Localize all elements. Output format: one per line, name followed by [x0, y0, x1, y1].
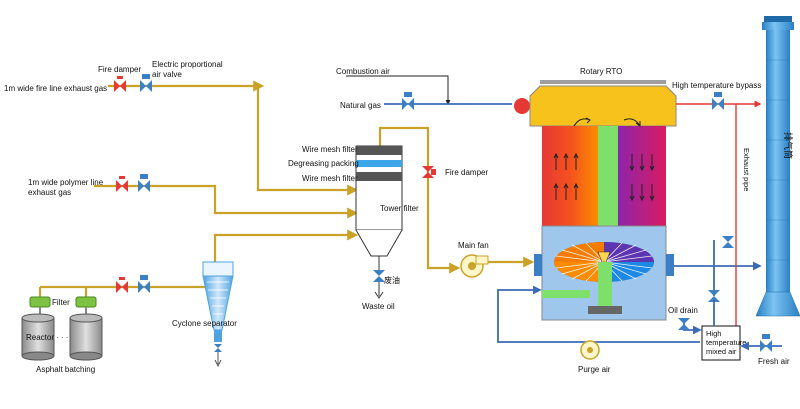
degreasing-label: Degreasing packing [288, 159, 359, 168]
main-fan[interactable] [460, 254, 489, 278]
polymer-line-label-2: exhaust gas [28, 188, 71, 197]
purge-air-label: Purge air [578, 365, 611, 374]
wire-mesh-2-label: Wire mesh filter [302, 174, 358, 183]
waste-oil-label: Waste oil [362, 302, 395, 311]
main-fan-label: Main fan [458, 241, 489, 250]
filter-right [75, 296, 97, 316]
high-temp-bypass-line [676, 103, 737, 330]
wire-mesh-1-label: Wire mesh filter [302, 145, 358, 154]
tower-filter [355, 145, 403, 299]
electric-valve-polymer[interactable] [138, 174, 150, 192]
high-temp-mixed-label-2: temperature [706, 338, 746, 347]
mid-valve-upper[interactable] [722, 236, 734, 248]
fire-damper-mid-label: Fire damper [445, 168, 488, 177]
natural-gas-valve[interactable] [402, 92, 414, 110]
filter-left [29, 296, 51, 316]
fresh-air-valve[interactable] [760, 334, 772, 352]
waste-oil-cn-label: 废油 [384, 275, 400, 285]
high-temp-mixed-label-1: High [706, 329, 721, 338]
oil-drain-label: Oil drain [668, 306, 698, 315]
fire-damper-valve-polymer[interactable] [116, 176, 128, 192]
cyclone-separator [202, 261, 234, 368]
exhaust-gas-pipes [38, 80, 535, 300]
electric-valve-label-2: air valve [152, 70, 182, 79]
electric-valve-top[interactable] [140, 74, 152, 92]
combustion-air-label: Combustion air [336, 67, 390, 76]
electric-valve-label-1: Electric proportional [152, 60, 223, 69]
electric-valve-asphalt[interactable] [138, 275, 150, 293]
exhaust-pipe-label: Exhaust pipe [742, 148, 751, 191]
rotary-rto [529, 80, 677, 321]
stack-cn-label: 排气筒 [782, 132, 794, 159]
bypass-valve[interactable] [712, 92, 724, 110]
high-temp-mixed-label-3: mixed air [706, 347, 737, 356]
reactor-tank-left [21, 313, 55, 361]
fire-line-label: 1m wide fire line exhaust gas [4, 84, 107, 93]
high-temp-bypass-label: High temperature bypass [672, 81, 761, 90]
fire-damper-valve-mid[interactable] [422, 166, 436, 178]
high-temp-mixed-air-box [701, 325, 741, 361]
reactor-dots: · · · [56, 333, 68, 342]
oil-drain-valve[interactable] [678, 318, 690, 330]
natural-gas-label: Natural gas [340, 101, 381, 110]
reactor-tank-right [69, 313, 103, 361]
purge-fan[interactable] [580, 340, 600, 360]
fire-damper-valve-top[interactable] [114, 76, 126, 92]
fresh-air-label: Fresh air [758, 357, 790, 366]
rotary-rto-label: Rotary RTO [580, 67, 622, 76]
exhaust-stack [755, 16, 800, 317]
filter-label: Filter [52, 298, 70, 307]
reactor-label: Reactor [26, 333, 54, 342]
asphalt-label: Asphalt batching [36, 365, 95, 374]
polymer-line-label-1: 1m wide polymer line [28, 178, 104, 187]
purge-air-line [497, 285, 700, 343]
tower-filter-label: Tower filter [380, 204, 419, 213]
fire-damper-top-label: Fire damper [98, 65, 141, 74]
combustion-air-line [346, 75, 451, 105]
mid-valve-lower[interactable] [708, 290, 720, 302]
fire-damper-valve-asphalt[interactable] [116, 277, 128, 293]
cyclone-label: Cyclone separator [172, 319, 237, 328]
